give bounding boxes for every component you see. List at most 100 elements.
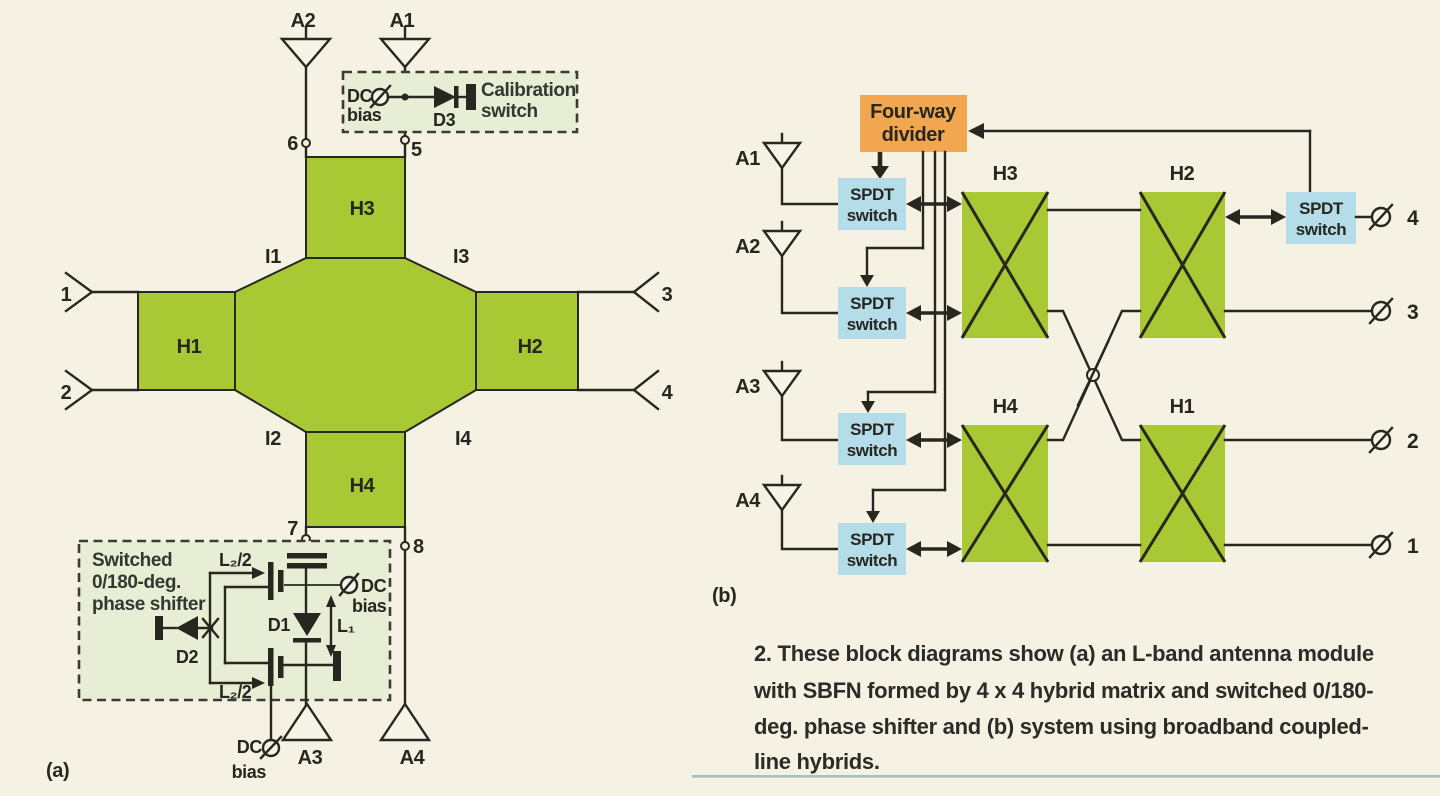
port-1-feed — [64, 271, 140, 313]
node-6-label: 6 — [287, 133, 298, 155]
diagram-a-tag: (a) — [46, 760, 69, 782]
port-3-label: 3 — [662, 284, 673, 306]
node-6-icon — [301, 138, 311, 148]
spdt-switch-1 — [838, 178, 906, 230]
diagram-a: A2 A1 DC bias D3 Calibration switch 6 — [46, 10, 674, 782]
figure-caption: 2. These block diagrams show (a) an L-ba… — [753, 641, 1374, 774]
hybrid-h2-label: H2 — [518, 336, 543, 358]
hybrid-h1-label: H1 — [177, 336, 202, 358]
diode-d3-label: D3 — [433, 110, 456, 130]
l2-bottom-label: L₂/2 — [219, 682, 252, 702]
port-b-3 — [1223, 297, 1394, 325]
cal-dc-label: DC — [347, 86, 373, 106]
caption-line-3: deg. phase shifter and (b) system using … — [754, 714, 1369, 739]
spdt-switch-5 — [1286, 192, 1356, 244]
hybrid-h2-block — [475, 291, 579, 391]
caption-line-1: 2. These block diagrams show (a) an L-ba… — [754, 641, 1374, 666]
antenna-b-a3-label: A3 — [735, 376, 760, 398]
l1-label: L₁ — [337, 616, 355, 636]
arrow-down-icon — [871, 166, 889, 179]
diode-d2-icon — [155, 616, 163, 640]
matrix-octagon — [234, 257, 477, 433]
antenna-b-a1-label: A1 — [735, 148, 760, 170]
four-way-divider-box — [860, 95, 967, 152]
hybrid-b-h1-label: H1 — [1170, 396, 1195, 418]
phase-shifter-title-line3: phase shifter — [92, 594, 206, 615]
spdt-hybrid-arrows — [906, 196, 1286, 557]
port-3-feed — [576, 271, 660, 313]
diagram-b-tag: (b) — [712, 585, 736, 607]
antenna-b-a3-icon — [761, 360, 840, 442]
port-b-1 — [1223, 531, 1394, 559]
cal-bias-label: bias — [347, 105, 382, 125]
ps-dc-label: DC — [361, 576, 387, 596]
hybrid-h3-label: H3 — [350, 198, 375, 220]
phase-shifter-circuit — [155, 553, 360, 706]
antenna-a2-label: A2 — [291, 10, 316, 32]
spdt-5-label-line1: SPDT — [1299, 199, 1344, 218]
divider-label-line2: divider — [882, 124, 945, 146]
node-5-label: 5 — [411, 139, 422, 161]
antenna-b-a4-icon — [761, 474, 840, 551]
port-4-label: 4 — [662, 382, 674, 404]
spdt-1-label-line2: switch — [847, 206, 898, 225]
diode-d1-label: D1 — [268, 615, 291, 635]
spdt-2-label-line1: SPDT — [850, 294, 895, 313]
hybrid-h4-block — [305, 431, 406, 528]
iso-i2-label: I2 — [265, 428, 281, 450]
antenna-a3-label: A3 — [298, 747, 323, 769]
port-1-label: 1 — [61, 284, 72, 306]
calibration-circuit — [369, 84, 476, 110]
capacitor-icon — [287, 553, 327, 559]
divider-label-line1: Four-way — [870, 101, 957, 123]
port-b-1-label: 1 — [1407, 535, 1419, 558]
node-5-icon — [400, 135, 410, 145]
hybrid-b-h3-block — [960, 191, 1050, 339]
hybrid-h3-block — [305, 156, 406, 259]
antenna-a3-icon — [280, 701, 334, 742]
hybrid-b-h2-label: H2 — [1170, 163, 1195, 185]
node-8-label: 8 — [413, 536, 424, 558]
antenna-b-a2-icon — [761, 220, 840, 315]
hybrid-b-h4-block — [960, 424, 1050, 563]
spdt-2-label-line2: switch — [847, 315, 898, 334]
calibration-title-line2: switch — [481, 101, 538, 122]
port-4-feed — [576, 369, 660, 411]
diagram-b: Four-way divider — [712, 95, 1419, 607]
iso-i4-label: I4 — [455, 428, 472, 450]
spdt-4-label-line2: switch — [847, 551, 898, 570]
spdt-4-label-line1: SPDT — [850, 530, 895, 549]
diode-d2-label: D2 — [176, 647, 199, 667]
spdt-3-label-line1: SPDT — [850, 420, 895, 439]
ps-bias-label: bias — [352, 596, 387, 616]
bottom-dc-bias — [259, 684, 283, 760]
spdt-switch-3 — [838, 413, 906, 465]
spdt-3-label-line2: switch — [847, 441, 898, 460]
phase-shifter-title-line1: Switched — [92, 550, 172, 571]
node-7-label: 7 — [287, 518, 298, 540]
arrow-left-icon — [968, 123, 984, 139]
hybrid-b-h2-block — [1138, 191, 1227, 339]
port-2-label: 2 — [61, 382, 72, 404]
antenna-a4-icon — [378, 701, 432, 742]
hybrid-b-h1-block — [1138, 424, 1227, 563]
calibration-title-line1: Calibration — [481, 80, 576, 101]
spdt-switch-4 — [838, 523, 906, 575]
antenna-a1-label: A1 — [390, 10, 415, 32]
hybrid-h4-label: H4 — [350, 475, 376, 497]
spdt-5-label-line2: switch — [1296, 220, 1347, 239]
antenna-a4-label: A4 — [400, 747, 426, 769]
divider-output-lines — [860, 150, 947, 523]
caption-bottom-rule — [692, 775, 1440, 778]
diode-d3-icon — [434, 86, 456, 108]
port-2-feed — [64, 369, 140, 411]
arrow-right-icon — [252, 567, 265, 579]
switch-contact-icon — [466, 84, 476, 110]
phase-shifter-title-line2: 0/180-deg. — [92, 572, 181, 593]
iso-i3-label: I3 — [453, 246, 469, 268]
caption-line-2: with SBFN formed by 4 x 4 hybrid matrix … — [753, 678, 1373, 703]
coupling-cap-icon — [268, 562, 274, 600]
feedback-line — [968, 123, 1312, 194]
